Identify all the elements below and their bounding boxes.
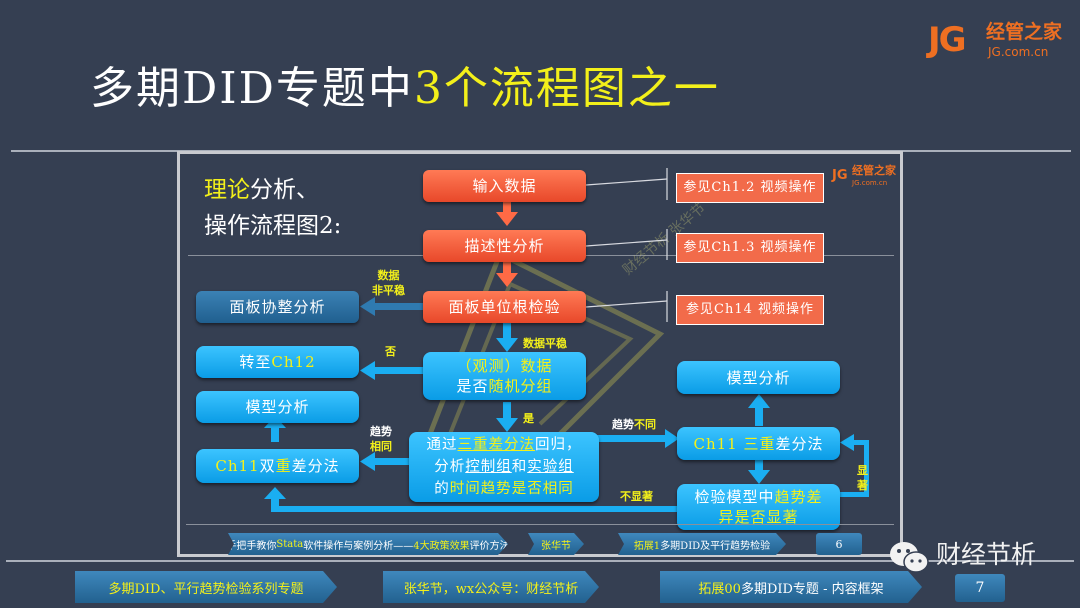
test-text: 异是否 — [718, 508, 767, 526]
random-q-line2-highlight: 随机分组 — [488, 377, 553, 395]
watermark-logo-mark: JG — [832, 168, 848, 183]
edge-label-text: 著 — [857, 479, 868, 492]
node-random-grouping: （观测）数据 是否随机分组 — [423, 352, 586, 400]
flow-connectors — [264, 168, 869, 512]
footer-text: 财经节析 — [526, 581, 579, 597]
node-input-data: 输入数据 — [423, 170, 586, 202]
footer-text: 多期DID专题 - 内容框架 — [740, 581, 884, 597]
node-test-trend-significance: 检验模型中趋势差 异是否显著 — [677, 484, 840, 530]
slide-footer-author: 张华节 — [528, 533, 584, 555]
test-text: 检验模型中 — [694, 488, 775, 506]
brand-logo: JG 经管之家 JG.com.cn — [928, 18, 1078, 68]
heading-white: 分析、 — [250, 177, 319, 203]
ddd-method: 差分法 — [775, 434, 824, 453]
logo-mark: JG — [928, 20, 967, 60]
watermark-logo: JG 经管之家 JG.com.cn — [832, 164, 896, 194]
node-did: Ch11 双重差分法 — [196, 449, 359, 483]
slide-page-number: 6 — [816, 533, 862, 555]
edge-label-text: 趋势 — [612, 418, 634, 431]
page-number: 7 — [955, 574, 1005, 602]
slide-footer-course: 手把手教你 Stata 软件操作与案例分析——4大政策效果评价方法 — [228, 533, 508, 555]
edge-label-text: 数据 — [377, 269, 400, 282]
logo-name: 经管之家 — [986, 21, 1063, 43]
footer-text: 多期DID、平行趋势检验系列专题 — [108, 581, 304, 597]
ddd-q-text: 的 — [434, 481, 450, 497]
edge-label-nonstationary: 数据非平稳 — [372, 268, 405, 298]
goto-chapter: Ch12 — [271, 353, 316, 371]
node-ddd: Ch11 三重差分法 — [677, 427, 840, 460]
test-text: 显著 — [766, 508, 799, 526]
edge-label-text: 不同 — [634, 418, 656, 431]
arrow-input-to-descriptive — [496, 199, 518, 226]
wechat-icon — [888, 540, 932, 576]
footer-text: 多期DID及平行趋势检验 — [660, 540, 771, 552]
arrow-descriptive-to-unit-root — [496, 260, 518, 287]
random-q-line1: （观测）数据 — [456, 357, 553, 375]
test-text: 趋势差 — [774, 488, 823, 506]
did-part: 双 — [259, 457, 276, 475]
embedded-slide: 理论分析、 操作流程图2: 财经节析 张华节 — [177, 151, 903, 557]
footer-text: 张华节 — [541, 540, 571, 552]
random-q-line2: 是否 — [456, 377, 489, 395]
footer-topic: 拓展00 多期DID专题 - 内容框架 — [660, 571, 922, 603]
wechat-account-name: 财经节析 — [936, 540, 1037, 569]
ddd-q-text: 时间趋势是否相同 — [449, 481, 574, 497]
edge-label-text: 相同 — [370, 440, 392, 453]
logo-url: JG.com.cn — [988, 45, 1049, 59]
footer-text: Stata — [276, 538, 304, 550]
ref-ch1-2: 参见Ch1.2 视频操作 — [676, 173, 824, 203]
edge-label-no: 否 — [385, 345, 396, 358]
title-white-part: 多期DID专题中 — [90, 63, 414, 114]
heading-yellow: 理论 — [204, 177, 250, 203]
footer-text: 拓展1 — [633, 540, 661, 552]
node-descriptive-analysis: 描述性分析 — [423, 230, 586, 262]
edge-label-significant: 显著 — [857, 463, 868, 493]
slide-heading: 理论分析、 操作流程图2: — [204, 172, 341, 244]
edge-label-text: 趋势 — [370, 425, 392, 438]
ddd-q-text: 和 — [511, 459, 528, 475]
ref-ch1-3: 参见Ch1.3 视频操作 — [676, 233, 824, 263]
footer-text: 拓展00 — [698, 581, 741, 597]
heading-line2: 操作流程图2: — [204, 213, 342, 239]
footer-author: 张华节，wx公众号：财经节析 — [383, 571, 599, 603]
edge-label-trend-different: 趋势不同 — [612, 417, 656, 432]
did-part: 重 — [275, 457, 292, 475]
ddd-q-text: 分析 — [434, 459, 466, 475]
ddd-q-text: 通过 — [426, 437, 458, 453]
slide-footer-divider — [186, 524, 894, 525]
edge-label-stationary: 数据平稳 — [523, 337, 567, 350]
watermark-logo-name: 经管之家 — [852, 164, 896, 177]
ddd-q-text: 三重差分法 — [457, 437, 535, 453]
edge-label-trend-same: 趋势相同 — [370, 424, 392, 454]
edge-label-text: 非平稳 — [372, 284, 405, 297]
ddd-q-text: 控制组 — [465, 459, 512, 475]
title-yellow-part: 3个流程图之一 — [413, 63, 720, 114]
node-ddd-regression: 通过三重差分法回归， 分析控制组和实验组 的时间趋势是否相同 — [409, 432, 599, 502]
footer-text: 软件操作与案例分析—— — [303, 540, 414, 552]
footer-text: 手把手教你 — [226, 540, 277, 552]
did-part: 差分法 — [291, 457, 340, 475]
slide-footer-topic: 拓展1 多期DID及平行趋势检验 — [618, 533, 786, 555]
page-title: 多期DID专题中3个流程图之一 — [90, 52, 720, 116]
edge-label-text: 显 — [857, 464, 868, 477]
ddd-q-text: 回归， — [535, 437, 582, 453]
bottom-divider — [6, 560, 1074, 562]
footer-text: 4大政策效果 — [413, 540, 470, 552]
goto-label: 转至 — [239, 353, 272, 371]
edge-label-not-significant: 不显著 — [620, 490, 653, 503]
footer-text: 评价方法 — [469, 540, 510, 552]
node-model-analysis-left: 模型分析 — [196, 391, 359, 423]
ddd-chapter: Ch11 三重 — [693, 434, 776, 453]
node-panel-cointegration: 面板协整分析 — [196, 291, 359, 323]
did-chapter: Ch11 — [215, 457, 260, 475]
ddd-q-text: 实验组 — [527, 459, 574, 475]
edge-label-yes: 是 — [523, 412, 534, 425]
node-model-analysis-right: 模型分析 — [677, 361, 840, 394]
footer-text: 张华节，wx公众号： — [403, 581, 527, 597]
ref-ch14: 参见Ch14 视频操作 — [676, 295, 824, 325]
node-panel-unit-root-test: 面板单位根检验 — [423, 291, 586, 323]
watermark-logo-url: JG.com.cn — [852, 179, 888, 187]
footer-series: 多期DID、平行趋势检验系列专题 — [75, 571, 337, 603]
